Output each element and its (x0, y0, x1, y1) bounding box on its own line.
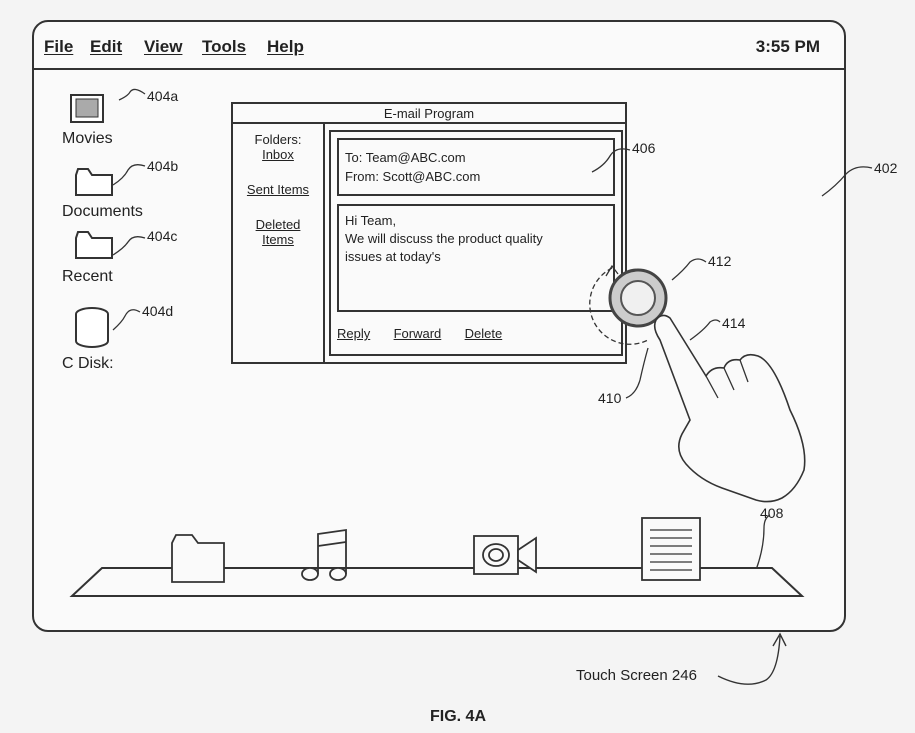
dock-music-icon (301, 528, 347, 581)
ref-412: 412 (708, 253, 732, 269)
touch-screen-arrow (717, 635, 781, 685)
rotation-arrowhead (605, 264, 619, 277)
leader-402 (821, 166, 873, 197)
leader-408 (755, 514, 771, 571)
dock (69, 567, 805, 597)
dock-document-icon (641, 517, 701, 581)
menu-bar: File Edit View Tools Help 3:55 PM (34, 22, 844, 70)
message-actions: Reply Forward Delete (337, 326, 617, 341)
leader-404b (112, 164, 146, 186)
touch-screen-label: Touch Screen 246 (576, 667, 697, 684)
from-field: From: Scott@ABC.com (345, 169, 481, 184)
ref-410: 410 (598, 390, 622, 406)
body-line: issues at today's (345, 249, 441, 264)
message-body[interactable]: Hi Team, We will discuss the product qua… (337, 204, 615, 312)
message-pane: To: Team@ABC.com From: Scott@ABC.com Hi … (329, 130, 623, 356)
menu-edit[interactable]: Edit (90, 37, 123, 56)
ref-414: 414 (722, 315, 746, 331)
folder-deleted-items[interactable]: Deleted Items (233, 217, 323, 247)
email-window[interactable]: E-mail Program Folders: Inbox Sent Items… (231, 102, 627, 364)
menu-help[interactable]: Help (267, 37, 304, 56)
leader-404c (112, 236, 146, 256)
ref-404b: 404b (147, 158, 179, 174)
forward-link[interactable]: Forward (393, 326, 442, 341)
folders-pane: Folders: Inbox Sent Items Deleted Items (233, 124, 325, 362)
folder-deleted-label: Items (262, 232, 294, 247)
delete-link[interactable]: Delete (464, 326, 503, 341)
desktop-icon-label: Documents (62, 203, 143, 220)
folders-label: Folders: (254, 132, 302, 147)
rotation-arrow (589, 267, 649, 345)
ref-402: 402 (874, 160, 898, 176)
desktop-icon-label: Movies (62, 130, 113, 147)
folder-icon (75, 231, 113, 259)
reply-link[interactable]: Reply (337, 326, 371, 341)
dock-folder-icon (171, 534, 225, 583)
message-headers: To: Team@ABC.com From: Scott@ABC.com (337, 138, 615, 196)
folder-sent-items[interactable]: Sent Items (246, 182, 310, 197)
hand-icon (653, 314, 806, 503)
touch-circle-inner (620, 280, 656, 316)
leader-414 (689, 319, 721, 341)
body-line: We will discuss the product quality (345, 231, 543, 246)
desktop-icon-label: C Disk: (62, 355, 114, 372)
ref-408: 408 (760, 505, 784, 521)
folder-inbox[interactable]: Inbox (262, 147, 294, 162)
touch-screen: File Edit View Tools Help 3:55 PM Movies… (32, 20, 846, 632)
desktop-icon-c-disk[interactable]: C Disk: (58, 307, 138, 377)
menu-tools[interactable]: Tools (202, 37, 247, 56)
leader-404d (112, 309, 141, 331)
clock: 3:55 PM (755, 37, 820, 56)
leader-406 (591, 148, 631, 173)
desktop-icon-documents[interactable]: Documents (58, 167, 158, 227)
touch-screen-arrowhead (772, 632, 787, 647)
folder-icon (75, 168, 113, 196)
ref-404c: 404c (147, 228, 178, 244)
leader-404a (118, 88, 146, 101)
to-field: To: Team@ABC.com (345, 150, 466, 165)
movie-icon (70, 94, 104, 123)
desktop-icon-label: Recent (62, 268, 113, 285)
disk-icon (75, 307, 109, 348)
leader-410 (625, 347, 649, 399)
ref-406: 406 (632, 140, 656, 156)
ref-404a: 404a (147, 88, 179, 104)
figure-caption: FIG. 4A (430, 708, 487, 725)
menu-file[interactable]: File (44, 37, 74, 56)
dock-camera-icon (473, 535, 537, 575)
folder-deleted-label: Deleted (255, 217, 301, 232)
desktop-icon-movies[interactable]: Movies (62, 92, 142, 152)
ref-404d: 404d (142, 303, 174, 319)
body-greeting: Hi Team, (345, 213, 397, 228)
leader-412 (671, 258, 707, 281)
desktop-icon-recent[interactable]: Recent (58, 230, 138, 290)
finger-lines (705, 359, 749, 399)
menu-view[interactable]: View (144, 37, 183, 56)
window-title: E-mail Program (233, 104, 625, 124)
